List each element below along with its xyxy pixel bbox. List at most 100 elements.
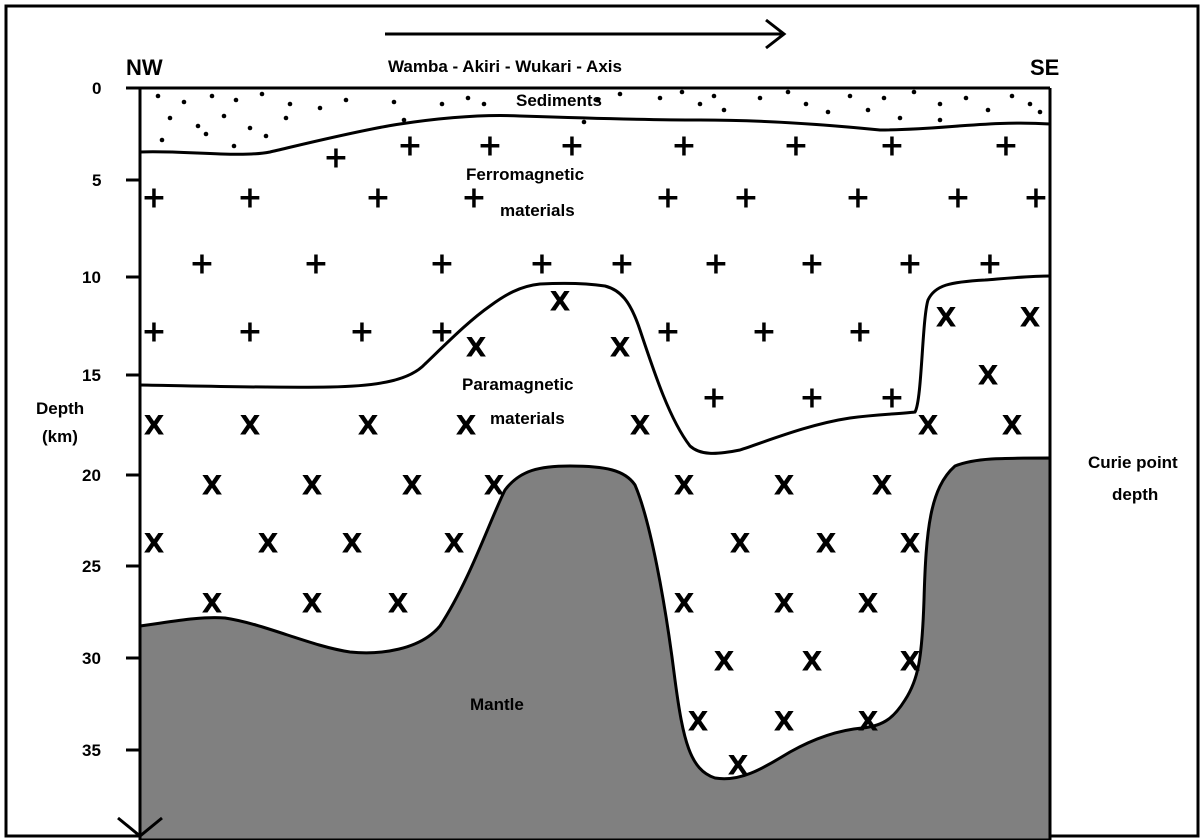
tick-label-0: 0 <box>92 79 101 98</box>
curie-point-label-1: Curie point <box>1088 453 1178 472</box>
sediment-dot <box>210 94 215 99</box>
sediment-dot <box>898 116 903 121</box>
x-symbol: X <box>858 707 879 738</box>
plus-symbol: + <box>879 129 904 164</box>
x-symbol: X <box>802 647 823 678</box>
sediment-dot <box>168 116 173 121</box>
x-symbol: X <box>550 287 571 318</box>
plus-symbol: + <box>365 181 390 216</box>
se-label: SE <box>1030 55 1059 80</box>
tick-label-20: 20 <box>82 466 101 485</box>
x-symbol: X <box>388 589 409 620</box>
sediment-dot <box>284 116 289 121</box>
sediment-dot <box>618 92 623 97</box>
ferromagnetic-label-2: materials <box>500 201 575 220</box>
sediment-dot <box>964 96 969 101</box>
x-symbol: X <box>466 333 487 364</box>
sediment-dot <box>402 118 407 123</box>
sediment-dot <box>712 94 717 99</box>
tick-label-35: 35 <box>82 741 101 760</box>
x-symbol: X <box>674 471 695 502</box>
x-symbol: X <box>258 529 279 560</box>
sediments-label: Sediments <box>516 91 602 110</box>
sediment-dot <box>466 96 471 101</box>
sediment-dot <box>882 96 887 101</box>
plus-symbol: + <box>349 315 374 350</box>
mantle-label: Mantle <box>470 695 524 714</box>
x-symbol: X <box>774 707 795 738</box>
sediment-dot <box>826 110 831 115</box>
sediment-dot <box>804 102 809 107</box>
sediment-dot <box>658 96 663 101</box>
sediment-dot <box>938 102 943 107</box>
x-symbol: X <box>816 529 837 560</box>
x-symbol: X <box>456 411 477 442</box>
sediment-dot <box>182 100 187 105</box>
x-symbol: X <box>358 411 379 442</box>
plus-symbol: + <box>559 129 584 164</box>
plus-symbol: + <box>799 247 824 282</box>
sediment-dot <box>344 98 349 103</box>
sediment-dot <box>222 114 227 119</box>
x-symbol: X <box>202 589 223 620</box>
plus-symbol: + <box>655 315 680 350</box>
sediment-dot <box>318 106 323 111</box>
plus-symbol: + <box>609 247 634 282</box>
x-symbol: X <box>858 589 879 620</box>
sediment-dot <box>938 118 943 123</box>
x-symbol: X <box>674 589 695 620</box>
plus-symbol: + <box>897 247 922 282</box>
x-symbol: X <box>728 751 749 782</box>
tick-label-30: 30 <box>82 649 101 668</box>
x-symbol: X <box>342 529 363 560</box>
profile-label: Wamba - Akiri - Wukari - Axis <box>388 57 622 76</box>
sediment-dot <box>1028 102 1033 107</box>
x-symbol: X <box>918 411 939 442</box>
sediment-dot <box>1038 110 1043 115</box>
plus-symbol: + <box>189 247 214 282</box>
x-symbol: X <box>688 707 709 738</box>
x-symbol: X <box>872 471 893 502</box>
x-symbol: X <box>900 529 921 560</box>
x-symbol: X <box>444 529 465 560</box>
sediment-dot <box>264 134 269 139</box>
tick-label-10: 10 <box>82 268 101 287</box>
sediment-dot <box>986 108 991 113</box>
x-symbol: X <box>1020 303 1041 334</box>
sediment-dot <box>440 102 445 107</box>
sediment-dot <box>786 90 791 95</box>
plus-symbol: + <box>847 315 872 350</box>
plus-symbol: + <box>733 181 758 216</box>
sediment-dot <box>912 90 917 95</box>
plus-symbol: + <box>141 181 166 216</box>
sediment-dot <box>234 98 239 103</box>
plus-symbol: + <box>529 247 554 282</box>
sediment-dot <box>160 138 165 143</box>
plus-symbol: + <box>303 247 328 282</box>
sediment-dot <box>248 126 253 131</box>
tick-label-5: 5 <box>92 171 101 190</box>
x-symbol: X <box>144 411 165 442</box>
x-symbol: X <box>402 471 423 502</box>
plus-symbol: + <box>1023 181 1048 216</box>
x-symbol: X <box>144 529 165 560</box>
sediment-dot <box>156 94 161 99</box>
plus-symbol: + <box>799 381 824 416</box>
sediment-dot <box>680 90 685 95</box>
plus-symbol: + <box>141 315 166 350</box>
depth-axis-title: Depth <box>36 399 84 418</box>
sediment-dot <box>392 100 397 105</box>
x-symbol: X <box>978 361 999 392</box>
x-symbol: X <box>202 471 223 502</box>
x-symbol: X <box>240 411 261 442</box>
tick-label-15: 15 <box>82 366 101 385</box>
sediment-dot <box>482 102 487 107</box>
nw-label: NW <box>126 55 163 80</box>
plus-symbol: + <box>237 181 262 216</box>
sediment-dot <box>288 102 293 107</box>
x-symbol: X <box>730 529 751 560</box>
sediment-dot <box>596 98 601 103</box>
sediment-dot <box>582 120 587 125</box>
plus-symbol: + <box>751 315 776 350</box>
tick-label-25: 25 <box>82 557 101 576</box>
